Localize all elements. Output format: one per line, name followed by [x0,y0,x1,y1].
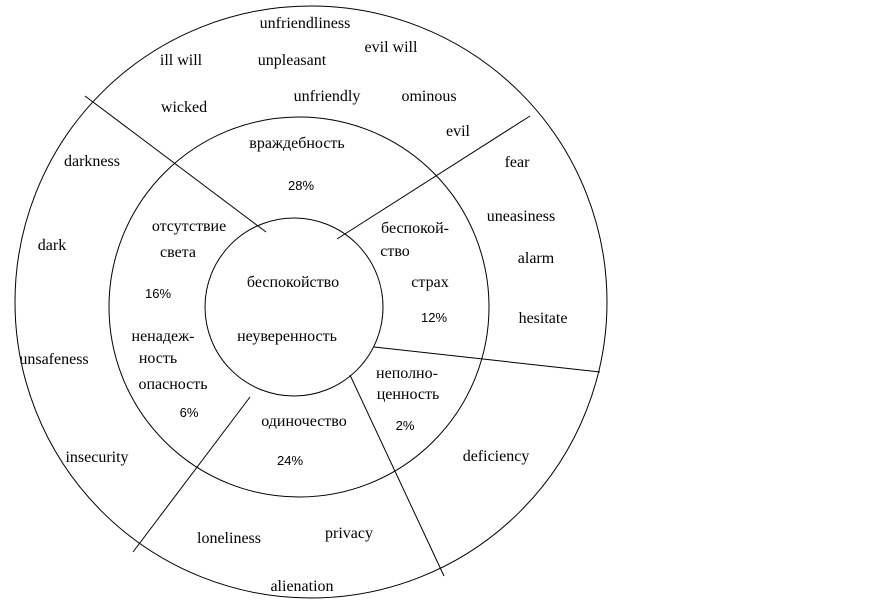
outer-word-insecurity: insecurity [65,449,128,466]
outer-word-unfriendly: unfriendly [294,88,361,105]
middle-label-light: света [160,244,196,261]
outer-word-evil-will: evil will [365,39,418,56]
outer-word-hesitate: hesitate [519,310,568,327]
center-label-uncertainty: неуверенность [237,328,337,345]
outer-word-alienation: alienation [270,578,333,595]
percent-loneliness: 24% [277,453,303,468]
percent-darkness: 16% [145,286,171,301]
middle-label-unreliability-part2: ность [139,350,177,367]
outer-word-evil: evil [446,123,471,140]
middle-label-fear: страх [411,274,448,291]
percent-fear: 12% [421,310,447,325]
middle-label-anxiety-part2: ство [380,243,410,260]
outer-word-dark: dark [38,237,66,254]
middle-label-unreliability-part1: ненадеж- [132,328,195,345]
middle-ring [108,116,490,498]
outer-ring [14,5,608,599]
outer-word-uneasiness: uneasiness [487,208,555,225]
outer-word-ominous: ominous [401,88,456,105]
outer-word-privacy: privacy [325,525,373,542]
outer-word-ill-will: ill will [160,52,203,69]
outer-word-deficiency: deficiency [463,448,530,465]
divider-incompleteness-loneliness [349,374,445,577]
divider-hostility-darkness [84,95,267,233]
middle-label-incompleteness-part2: ценность [377,386,440,403]
percent-hostility: 28% [288,178,314,193]
outer-word-unsafeness: unsafeness [19,351,88,368]
divider-hostility-fear [336,115,531,240]
middle-label-hostility: враждебность [249,135,344,152]
middle-label-incompleteness-part1: неполно- [376,365,438,382]
middle-label-danger: опасность [138,376,207,393]
divider-fear-incompleteness [373,346,601,373]
percent-danger: 6% [180,405,199,420]
middle-label-anxiety-part1: беспокой- [381,220,449,237]
outer-word-wicked: wicked [161,99,207,116]
outer-word-alarm: alarm [518,250,555,267]
divider-loneliness-darkness [132,396,251,553]
outer-word-darkness: darkness [64,153,120,170]
outer-word-fear: fear [505,154,531,171]
center-label-anxiety: беспокойство [247,274,339,291]
center-circle [204,217,384,397]
middle-label-absence: отсутствие [152,218,226,235]
outer-word-unpleasant: unpleasant [258,52,327,69]
middle-label-loneliness: одиночество [261,413,346,430]
outer-word-unfriendliness: unfriendliness [260,15,351,32]
percent-incompleteness: 2% [396,418,415,433]
outer-word-loneliness: loneliness [197,530,261,547]
